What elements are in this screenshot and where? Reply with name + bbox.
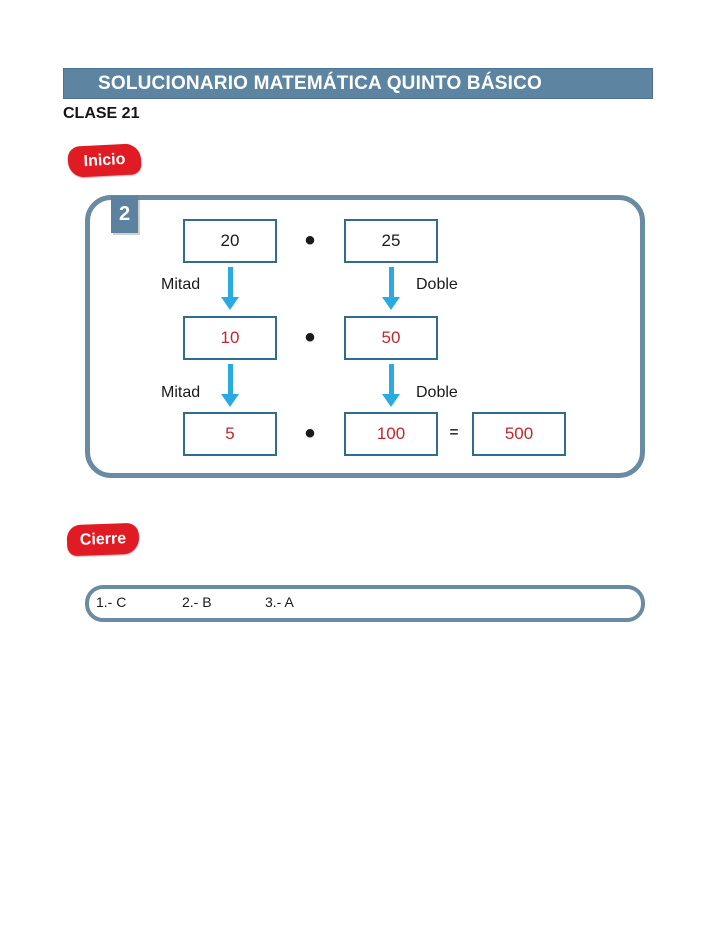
- mitad-label: Mitad: [161, 384, 201, 401]
- page-title: SOLUCIONARIO MATEMÁTICA QUINTO BÁSICO: [97, 72, 543, 94]
- value-box-50: 50: [344, 316, 438, 360]
- multiply-dot: •: [304, 417, 316, 450]
- multiply-dot: •: [304, 224, 316, 257]
- class-label: CLASE 21: [63, 105, 140, 122]
- down-arrow-icon: [382, 364, 400, 407]
- down-arrow-icon: [382, 267, 400, 310]
- value-box-500: 500: [472, 412, 566, 456]
- answers-bar: 1.- C 2.- B 3.- A: [85, 585, 645, 622]
- mitad-label: Mitad: [161, 276, 201, 293]
- value-box-5: 5: [183, 412, 277, 456]
- down-arrow-icon: [221, 267, 239, 310]
- value-box-10: 10: [183, 316, 277, 360]
- multiply-dot: •: [304, 321, 316, 354]
- equals-sign: =: [449, 424, 459, 441]
- cierre-badge-label: Cierre: [79, 529, 127, 549]
- exercise-number-badge: 2: [111, 196, 138, 233]
- doble-label: Doble: [416, 384, 458, 401]
- value-box-25: 25: [344, 219, 438, 263]
- answer-1: 1.- C: [96, 594, 127, 610]
- exercise-number: 2: [118, 203, 131, 225]
- doble-label: Doble: [416, 276, 458, 293]
- answer-2: 2.- B: [182, 594, 212, 610]
- cierre-badge: Cierre: [66, 522, 140, 557]
- inicio-badge-label: Inicio: [83, 150, 126, 170]
- inicio-badge: Inicio: [67, 143, 142, 178]
- answer-3: 3.- A: [265, 594, 294, 610]
- value-box-100: 100: [344, 412, 438, 456]
- header-banner: SOLUCIONARIO MATEMÁTICA QUINTO BÁSICO: [63, 68, 653, 99]
- down-arrow-icon: [221, 364, 239, 407]
- value-box-20: 20: [183, 219, 277, 263]
